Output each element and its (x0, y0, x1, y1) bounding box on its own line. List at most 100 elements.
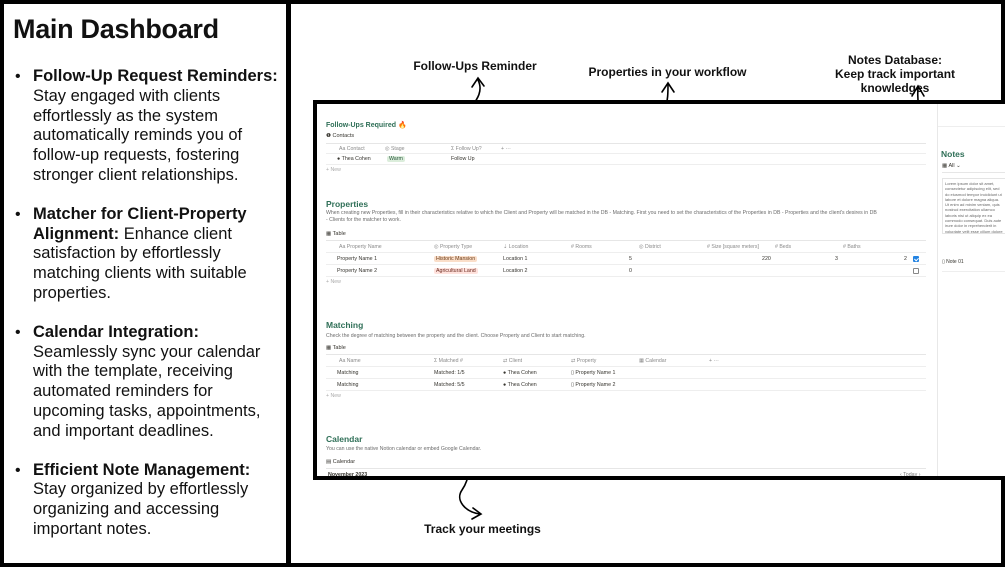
feature-heading: Efficient Note Management: (33, 460, 251, 479)
callout-followups: Follow-Ups Reminder (413, 59, 537, 73)
property-row-1-type[interactable]: Historic Mansion (434, 256, 478, 262)
calendar-icon: ▤ (326, 459, 332, 465)
feature-notes: Efficient Note Management: Stay organize… (13, 461, 278, 540)
properties-title: Properties (326, 199, 369, 209)
page-title: Main Dashboard (13, 14, 219, 44)
followups-view-tab[interactable]: ❶ Contacts (326, 133, 354, 139)
matching-row-divider (326, 390, 926, 391)
properties-header-district: ◎ District (639, 244, 661, 250)
note-card-title[interactable]: ▯ Note 01 (942, 259, 964, 265)
feature-text: Seamlessly sync your calendar with the t… (33, 342, 261, 440)
property-row-1-name[interactable]: Property Name 1 (337, 256, 378, 262)
matching-row-2-matched: Matched: 5/5 (434, 382, 465, 388)
notes-card-divider (942, 271, 1005, 272)
matching-header-name: Aa Name (339, 358, 361, 364)
feature-list: Follow-Up Request Reminders: Stay engage… (13, 67, 278, 540)
callout-notes-line2: Keep track important knowledges (834, 67, 956, 95)
callout-notes: Notes Database: Keep track important kno… (800, 53, 990, 95)
feature-text: Stay organized by effortlessly organizin… (33, 480, 249, 538)
matching-add-column-icon[interactable]: + ⋯ (709, 358, 719, 364)
feature-calendar: Calendar Integration: Seamlessly sync yo… (13, 323, 278, 442)
matching-row-2-name[interactable]: Matching (337, 382, 359, 388)
property-row-1-size: 220 (762, 256, 771, 262)
note-card-preview[interactable]: Lorem ipsum dolor sit amet, consectetur … (942, 178, 1005, 234)
property-row-2-name[interactable]: Property Name 2 (337, 268, 378, 274)
matching-row-2-property[interactable]: ▯ Property Name 2 (571, 382, 616, 388)
matching-title: Matching (326, 320, 364, 330)
followups-header-contact: Aa Contact (339, 146, 365, 152)
callout-properties: Properties in your workflow (588, 65, 747, 79)
properties-row-divider (326, 252, 926, 253)
properties-header-baths: # Baths (843, 244, 861, 250)
matching-header-client: ⇄ Client (503, 358, 523, 364)
matching-row-1-name[interactable]: Matching (337, 370, 359, 376)
properties-row-divider (326, 264, 926, 265)
matching-new-button[interactable]: + New (326, 393, 341, 399)
property-row-1-rooms: 5 (629, 256, 632, 262)
calendar-view-tab[interactable]: ▤ Calendar (326, 459, 356, 465)
properties-header-beds: # Beds (775, 244, 792, 250)
followups-new-button[interactable]: + New (326, 167, 341, 173)
matching-description: Check the degree of matching between the… (326, 333, 586, 339)
feature-heading: Calendar Integration: (33, 322, 199, 341)
property-row-2-location: Location 2 (503, 268, 528, 274)
notes-view-tab[interactable]: ▦ All ⌄ (942, 163, 961, 169)
table-icon: ▦ (326, 345, 332, 351)
properties-description: When creating new Properties, fill in th… (326, 210, 877, 223)
followups-cell-stage[interactable]: Warm (387, 156, 405, 162)
notes-view-underline (942, 172, 1005, 173)
property-row-2-type[interactable]: Agricultural Land (434, 268, 478, 274)
property-row-1-checkbox[interactable] (913, 256, 919, 262)
followups-view-underline (326, 143, 926, 144)
followups-title: Follow-Ups Required 🔥 (326, 122, 407, 129)
properties-header-rooms: # Rooms (571, 244, 592, 250)
followups-row-divider (326, 153, 926, 154)
properties-view-tab[interactable]: ▦ Table (326, 231, 346, 237)
matching-row-1-matched: Matched: 1/5 (434, 370, 465, 376)
property-row-1-beds: 3 (835, 256, 838, 262)
matching-row-1-property[interactable]: ▯ Property Name 1 (571, 370, 616, 376)
chevron-down-icon: ⌄ (956, 163, 961, 169)
properties-header-size: # Size [square meters] (707, 244, 759, 250)
matching-row-2-client[interactable]: ● Thea Cohen (503, 382, 537, 388)
feature-heading: Matcher for Client-Property Alignment: (33, 204, 247, 243)
property-row-1-baths: 2 (904, 256, 907, 262)
calendar-month-label: November 2023 (328, 472, 368, 478)
calendar-view-underline (326, 468, 926, 469)
matching-header-property: ⇄ Property (571, 358, 597, 364)
calendar-title: Calendar (326, 434, 363, 444)
feature-text: Enhance client satisfaction by effortles… (33, 224, 247, 302)
followups-header-followup: Σ Follow Up? (451, 146, 482, 152)
matching-header-calendar: ▦ Calendar (639, 358, 667, 364)
followups-row-divider (326, 164, 926, 165)
contacts-view-icon: ❶ (326, 133, 331, 139)
properties-header-location: ⇣ Location (503, 244, 529, 250)
matching-header-matched: Σ Matched # (434, 358, 463, 364)
feature-heading: Follow-Up Request Reminders: (33, 67, 278, 85)
properties-new-button[interactable]: + New (326, 279, 341, 285)
property-row-1-location: Location 1 (503, 256, 528, 262)
gallery-icon: ▦ (942, 163, 948, 169)
feature-panel: Main Dashboard Follow-Up Request Reminde… (4, 4, 286, 563)
followups-header-stage: ◎ Stage (385, 146, 405, 152)
followups-view-label: Contacts (332, 133, 355, 139)
property-row-2-checkbox[interactable] (913, 268, 919, 274)
notes-top-divider (938, 126, 1005, 127)
matching-row-divider (326, 366, 926, 367)
notes-title: Notes (941, 149, 965, 159)
properties-view-underline (326, 240, 926, 241)
followups-cell-contact[interactable]: ● Thea Cohen (337, 156, 371, 162)
properties-header-name: Aa Property Name (339, 244, 382, 250)
feature-matcher: Matcher for Client-Property Alignment: E… (13, 205, 278, 304)
matching-row-1-client[interactable]: ● Thea Cohen (503, 370, 537, 376)
calendar-today-button[interactable]: ‹ Today › (900, 472, 921, 478)
workspace-screenshot: Follow-Ups Required 🔥 ❶ Contacts Aa Cont… (313, 100, 1005, 480)
callout-notes-line1: Notes Database: (847, 53, 943, 67)
notes-panel: Notes ▦ All ⌄ Lorem ipsum dolor sit amet… (937, 104, 1005, 476)
properties-row-divider (326, 276, 926, 277)
matching-view-tab[interactable]: ▦ Table (326, 345, 346, 351)
matching-view-underline (326, 354, 926, 355)
matching-row-divider (326, 378, 926, 379)
followups-add-column-icon[interactable]: + ⋯ (501, 146, 511, 152)
properties-header-type: ◎ Property Type (434, 244, 473, 250)
